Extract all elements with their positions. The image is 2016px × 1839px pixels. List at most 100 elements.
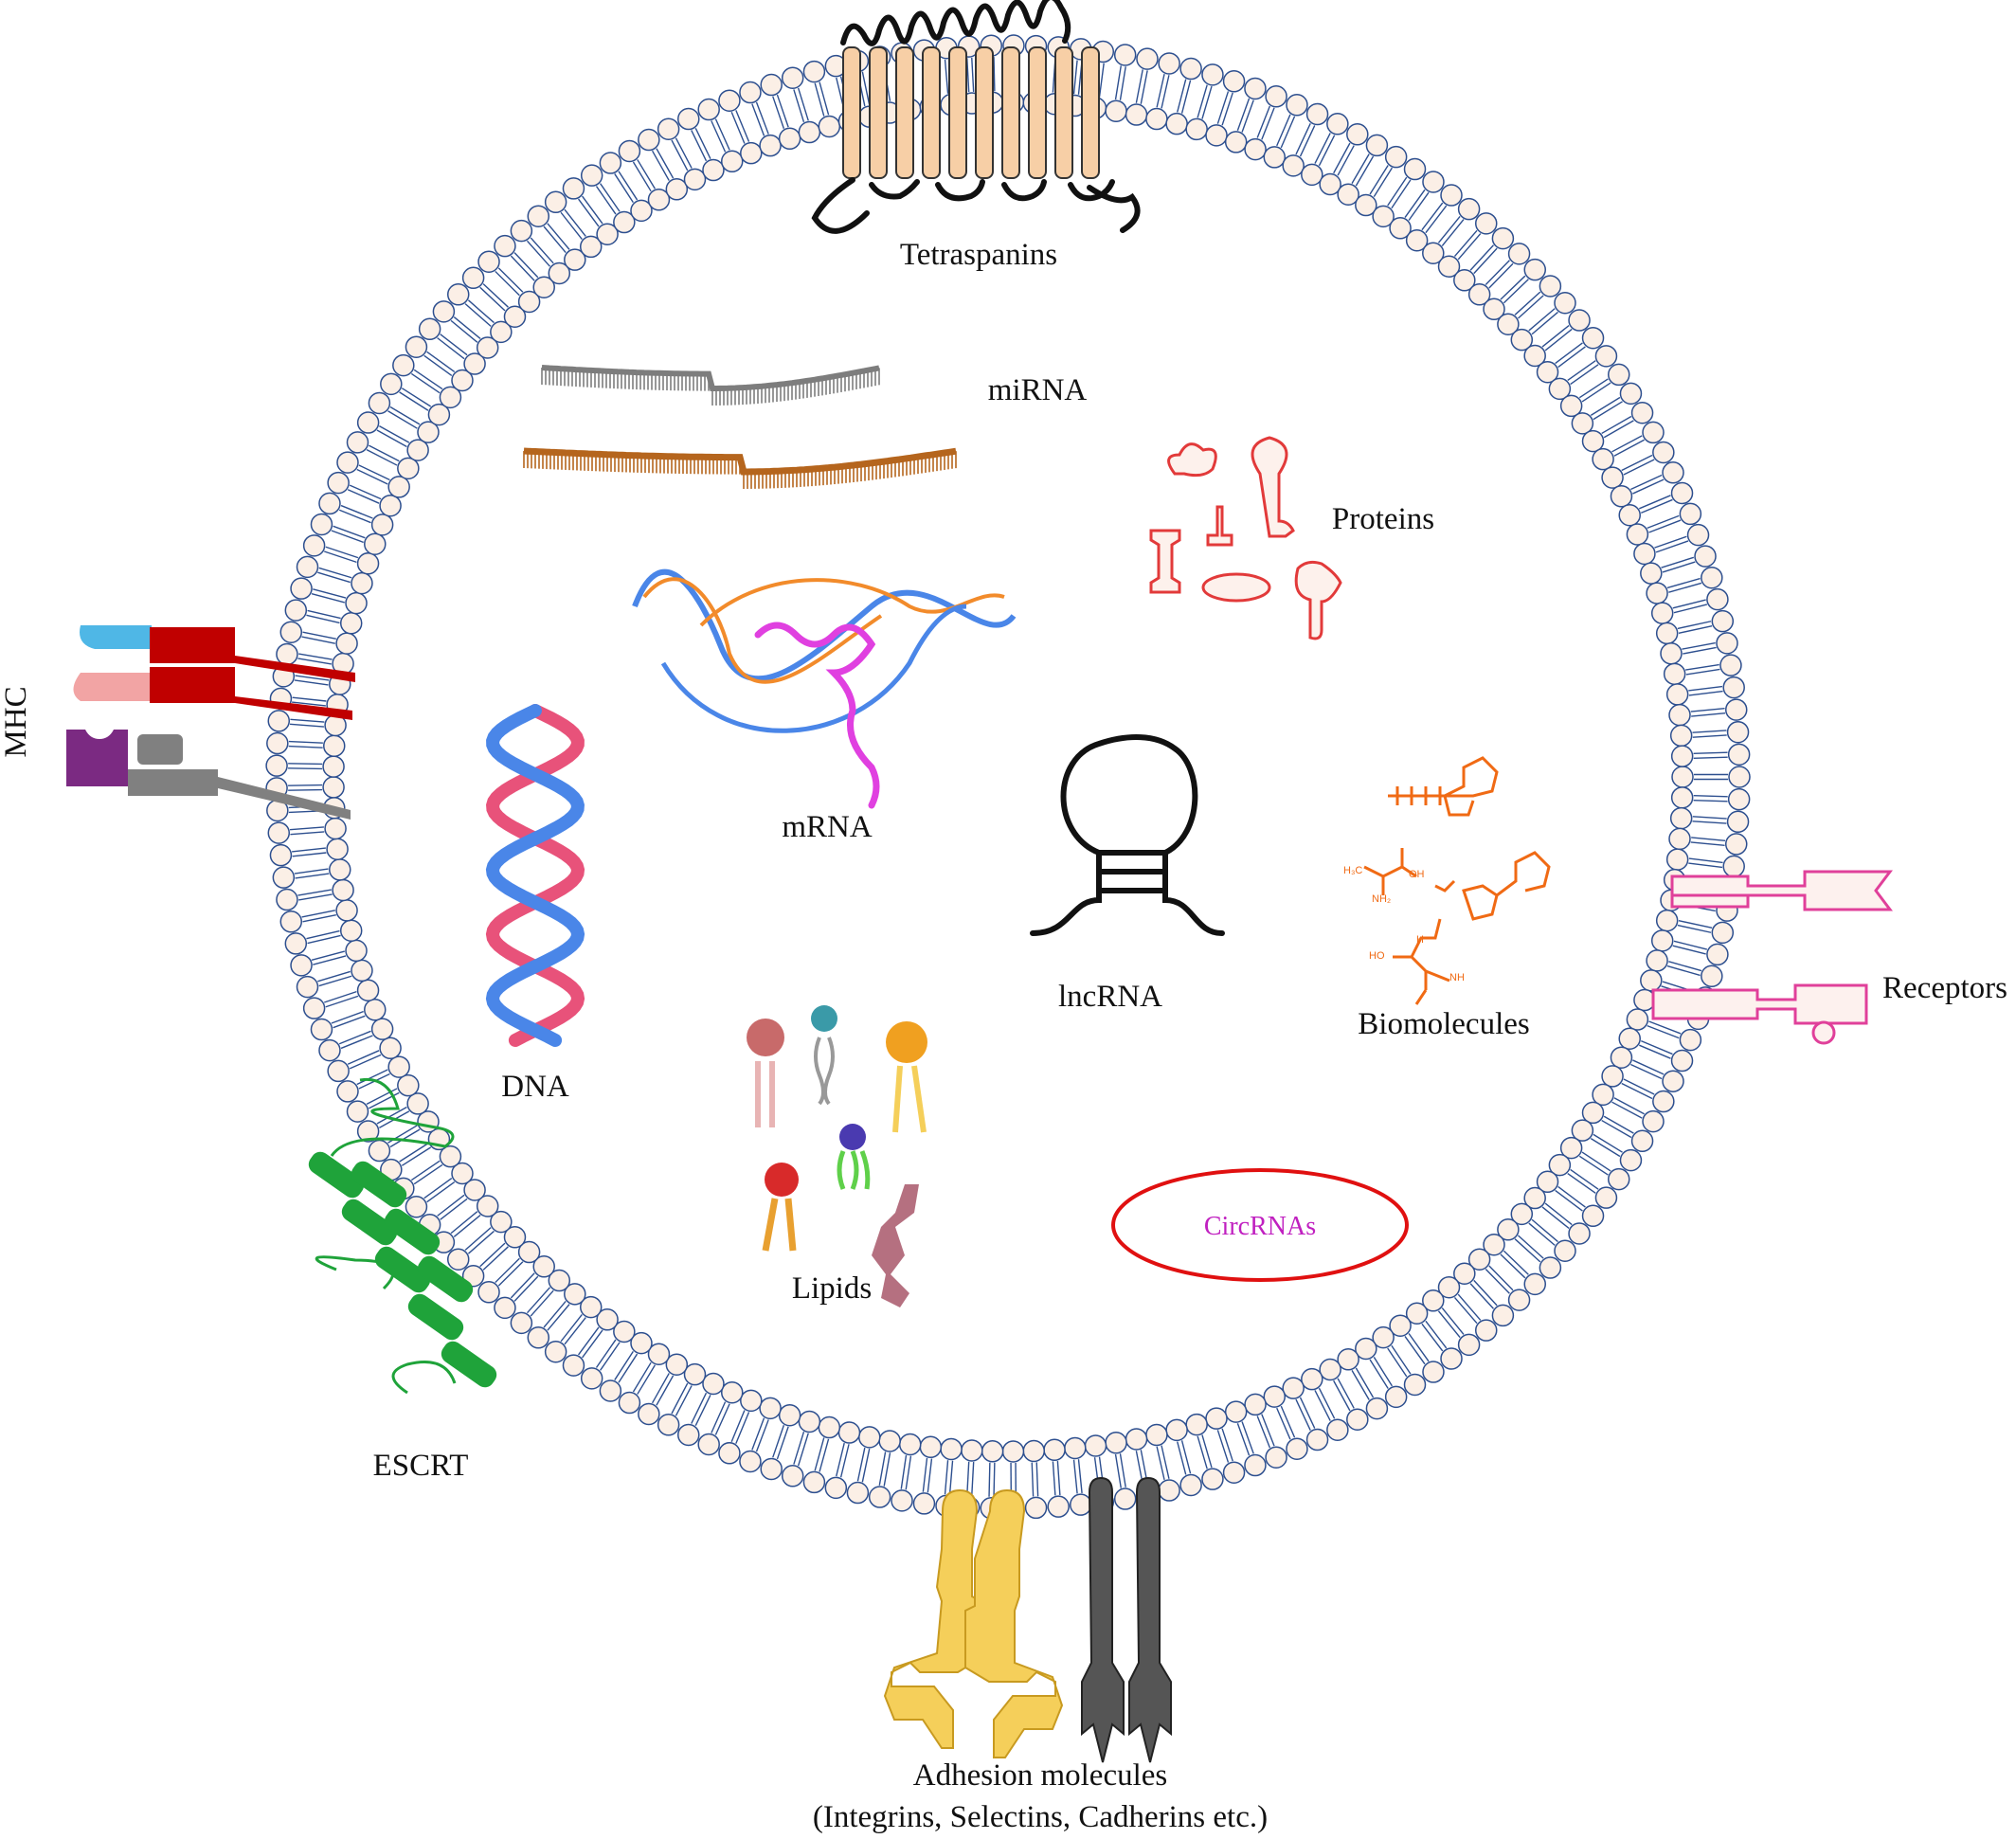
lipid-head: [1554, 1239, 1576, 1262]
lipid-head: [345, 591, 368, 615]
lipid-head: [898, 1433, 922, 1456]
lipid-head: [477, 1281, 500, 1304]
lipid-head: [1305, 1428, 1329, 1451]
lipid-head: [1668, 827, 1691, 851]
lipid-head: [1706, 943, 1729, 966]
lipid-head: [335, 899, 358, 922]
lipid-head: [1437, 255, 1461, 279]
lipid-head: [1523, 258, 1546, 281]
lipid-head: [1724, 698, 1748, 721]
lipid-head: [476, 336, 499, 359]
protein-shapes: [1149, 436, 1342, 640]
lipid-head: [364, 999, 387, 1021]
lipid-head: [697, 98, 720, 121]
lipid-head: [1669, 806, 1693, 830]
lipid-head: [912, 1492, 936, 1515]
lipid-head: [1630, 401, 1654, 424]
lipid-head: [1263, 1385, 1287, 1408]
lipid-bilayer-membrane: [265, 34, 1751, 1520]
lipid-head: [1201, 1468, 1224, 1490]
lipid-head: [527, 1326, 550, 1349]
lipid-head: [1105, 1432, 1127, 1454]
lipid-head: [290, 577, 313, 600]
lipid-head: [302, 997, 326, 1019]
lipid-head: [356, 1120, 380, 1143]
lipid-head: [1084, 1434, 1107, 1457]
lipid-head: [510, 219, 533, 243]
lipid-head: [1337, 1348, 1359, 1371]
lipid-head: [1145, 1423, 1168, 1447]
lipid-head: [1457, 197, 1481, 221]
lipid-head: [1346, 123, 1369, 146]
dna-label: DNA: [501, 1070, 569, 1104]
lipid-head: [1640, 969, 1663, 992]
lipid-head: [1559, 394, 1583, 418]
lipid-head: [1554, 292, 1576, 315]
lipid-head: [1642, 421, 1665, 444]
lipid-head: [1559, 1136, 1583, 1160]
lipid-head: [647, 189, 671, 211]
lipid-head: [1679, 502, 1702, 526]
tetraspanin-helix: [895, 46, 914, 179]
lipid-head: [380, 372, 403, 396]
lipid-head: [405, 335, 428, 358]
lipid-head: [310, 513, 333, 536]
proteins-label: Proteins: [1332, 502, 1434, 536]
escrt-complex: [308, 1077, 497, 1395]
lipid-head: [599, 152, 622, 174]
lipid-head: [269, 843, 293, 867]
lipid-head: [618, 1391, 641, 1415]
lipid-head: [329, 858, 351, 881]
lipids-label: Lipids: [792, 1271, 872, 1306]
lipid-head: [1669, 724, 1693, 748]
lipid-head: [1282, 1377, 1305, 1399]
lipid-head: [1244, 1453, 1267, 1477]
lipid-head: [1125, 103, 1148, 126]
lipid-head: [1660, 642, 1683, 665]
lipid-head: [1158, 1479, 1180, 1502]
lipid-head: [1642, 1109, 1665, 1133]
lipid-head: [335, 632, 358, 655]
lipid-head: [739, 81, 762, 104]
lipid-head: [564, 248, 586, 271]
lipid-head: [1113, 1487, 1137, 1510]
lipid-head: [1205, 124, 1228, 147]
lipid-head: [1001, 1440, 1025, 1463]
lipid-head: [1384, 145, 1408, 169]
lipid-head: [1389, 217, 1412, 240]
lipid-head: [1652, 441, 1675, 464]
lipid-head: [1440, 1347, 1463, 1370]
lipid-head: [1711, 921, 1735, 945]
lipid-head: [1640, 562, 1663, 585]
lipid-head: [1510, 1202, 1534, 1226]
lipid-head: [339, 919, 363, 942]
svg-text:H₃C: H₃C: [1343, 865, 1362, 876]
svg-text:H: H: [1416, 934, 1424, 946]
lipid-head: [1286, 1437, 1308, 1460]
lipid-head: [961, 1439, 983, 1462]
lipid-head: [494, 234, 516, 258]
lipid-head: [720, 1380, 744, 1404]
tetraspanin-helix: [922, 46, 941, 179]
lipid-head: [302, 534, 326, 557]
lipid-head: [683, 168, 707, 191]
lipid-head: [1440, 184, 1463, 207]
lipid-head: [740, 141, 763, 165]
lipid-head: [1724, 833, 1748, 856]
lipid-head: [1701, 566, 1723, 589]
lipid-head: [322, 755, 345, 778]
lipid-head: [564, 1283, 586, 1306]
lipid-head: [1224, 1400, 1248, 1423]
escrt-helix: [441, 1341, 497, 1388]
escrt-helix: [407, 1293, 464, 1341]
lipid-head: [599, 1379, 622, 1402]
lipid-head: [630, 1331, 653, 1355]
tetraspanin-helix: [869, 46, 888, 179]
lipid-head: [718, 89, 741, 112]
lipid-head: [370, 514, 394, 536]
lipid-head: [272, 866, 296, 889]
lipid-head: [1389, 1314, 1412, 1337]
lipid-head: [1610, 1046, 1633, 1069]
lipid-head: [332, 878, 354, 902]
